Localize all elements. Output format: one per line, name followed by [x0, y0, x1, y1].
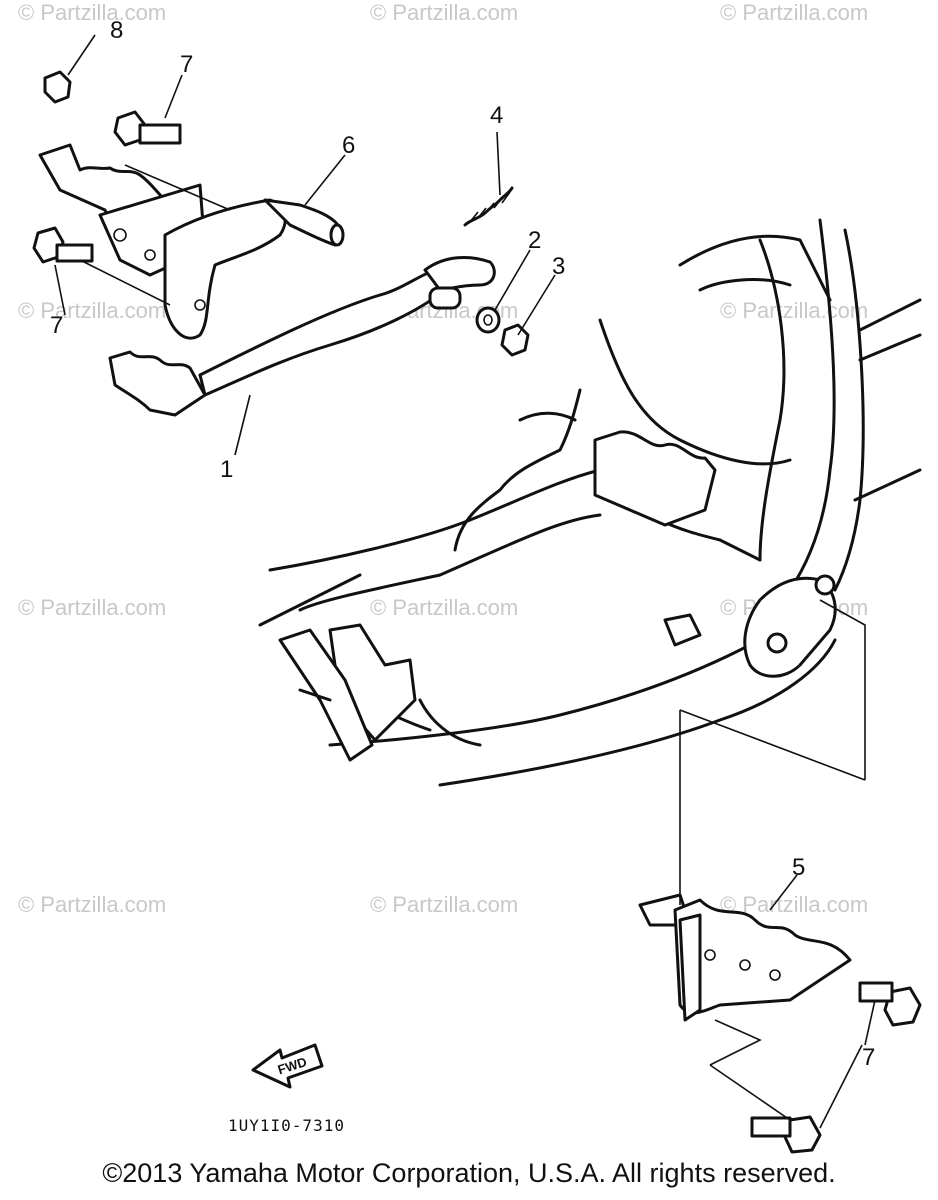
brake-pedal — [108, 256, 496, 417]
callout-8: 8 — [110, 17, 123, 44]
callout-1: 1 — [220, 456, 233, 483]
frame — [258, 218, 922, 787]
return-spring — [463, 186, 514, 227]
callout-2: 2 — [528, 227, 541, 254]
callout-5: 5 — [792, 854, 805, 881]
washer-and-nut — [475, 306, 530, 357]
watermark: © Partzilla.com — [370, 892, 518, 917]
callout-3: 3 — [552, 253, 565, 280]
left-footrest-assembly — [38, 143, 345, 340]
callouts: 8 7 6 4 2 3 7 1 5 7 — [50, 17, 875, 1071]
watermark: © Partzilla.com — [18, 595, 166, 620]
callout-7-upper: 7 — [180, 51, 193, 78]
copyright-notice: ©2013 Yamaha Motor Corporation, U.S.A. A… — [102, 1158, 836, 1188]
watermark: © Partzilla.com — [18, 298, 166, 323]
watermark: © Partzilla.com — [18, 892, 166, 917]
callout-4: 4 — [490, 102, 503, 129]
callout-6: 6 — [342, 132, 355, 159]
callout-7-lower: 7 — [862, 1044, 875, 1071]
leader-lines — [54, 34, 876, 1129]
watermark: © Partzilla.com — [720, 298, 868, 323]
watermark: © Partzilla.com — [370, 595, 518, 620]
callout-7-left: 7 — [50, 312, 63, 339]
watermark: © Partzilla.com — [370, 0, 518, 25]
right-footrest-assembly — [638, 893, 852, 1022]
lower-bolts — [750, 981, 922, 1154]
upper-bolts — [32, 70, 182, 264]
fwd-arrow: FWD — [251, 1043, 324, 1089]
watermark: © Partzilla.com — [18, 0, 166, 25]
watermark: © Partzilla.com — [720, 0, 868, 25]
drawing-code: 1UY1I0-7310 — [228, 1116, 345, 1135]
